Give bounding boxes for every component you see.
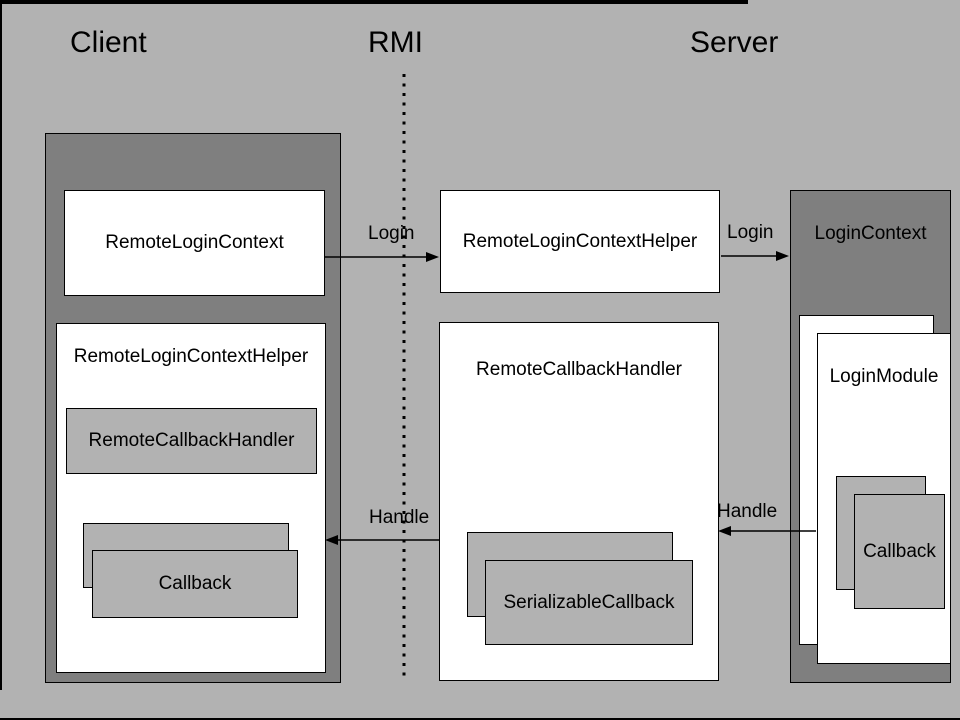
label-handle-server: Handle [717, 501, 778, 522]
login-module-front-box: LoginModule Callback [817, 333, 951, 664]
header-rmi: RMI [368, 26, 423, 59]
client-helper-label: RemoteLoginContextHelper [73, 346, 309, 367]
frame-top-border [0, 0, 748, 4]
rmi-helper-label: RemoteLoginContextHelper [462, 230, 698, 252]
client-callback-front-box: Callback [92, 550, 298, 618]
client-remote-callback-handler-box: RemoteCallbackHandler [66, 408, 317, 474]
remote-login-context-box: RemoteLoginContext [64, 190, 325, 296]
server-callback-front-box: Callback [854, 494, 945, 609]
serializable-callback-label: SerializableCallback [503, 591, 675, 613]
header-client: Client [70, 26, 147, 59]
server-callback-label: Callback [863, 540, 936, 562]
remote-login-context-label: RemoteLoginContext [105, 232, 284, 254]
rmi-remote-callback-handler-box: RemoteCallbackHandler SerializableCallba… [439, 322, 719, 681]
login-module-label: LoginModule [829, 366, 939, 387]
login-context-label: LoginContext [814, 223, 927, 244]
label-login-server: Login [727, 222, 774, 243]
client-helper-box: RemoteLoginContextHelper RemoteCallbackH… [56, 323, 326, 673]
frame-bottom-border [0, 718, 960, 720]
label-handle-rmi: Handle [369, 507, 430, 528]
login-context-container: LoginContext LoginModule Callback [790, 190, 951, 683]
serializable-callback-front-box: SerializableCallback [485, 560, 693, 645]
label-login-client: Login [368, 223, 415, 244]
client-remote-callback-handler-label: RemoteCallbackHandler [88, 430, 295, 452]
client-container: RemoteLoginContext RemoteLoginContextHel… [45, 133, 341, 683]
client-callback-label: Callback [158, 573, 232, 595]
rmi-remote-callback-handler-label: RemoteCallbackHandler [476, 359, 682, 380]
rmi-helper-box: RemoteLoginContextHelper [440, 190, 720, 293]
header-server: Server [690, 26, 779, 59]
frame-left-border [0, 0, 2, 690]
